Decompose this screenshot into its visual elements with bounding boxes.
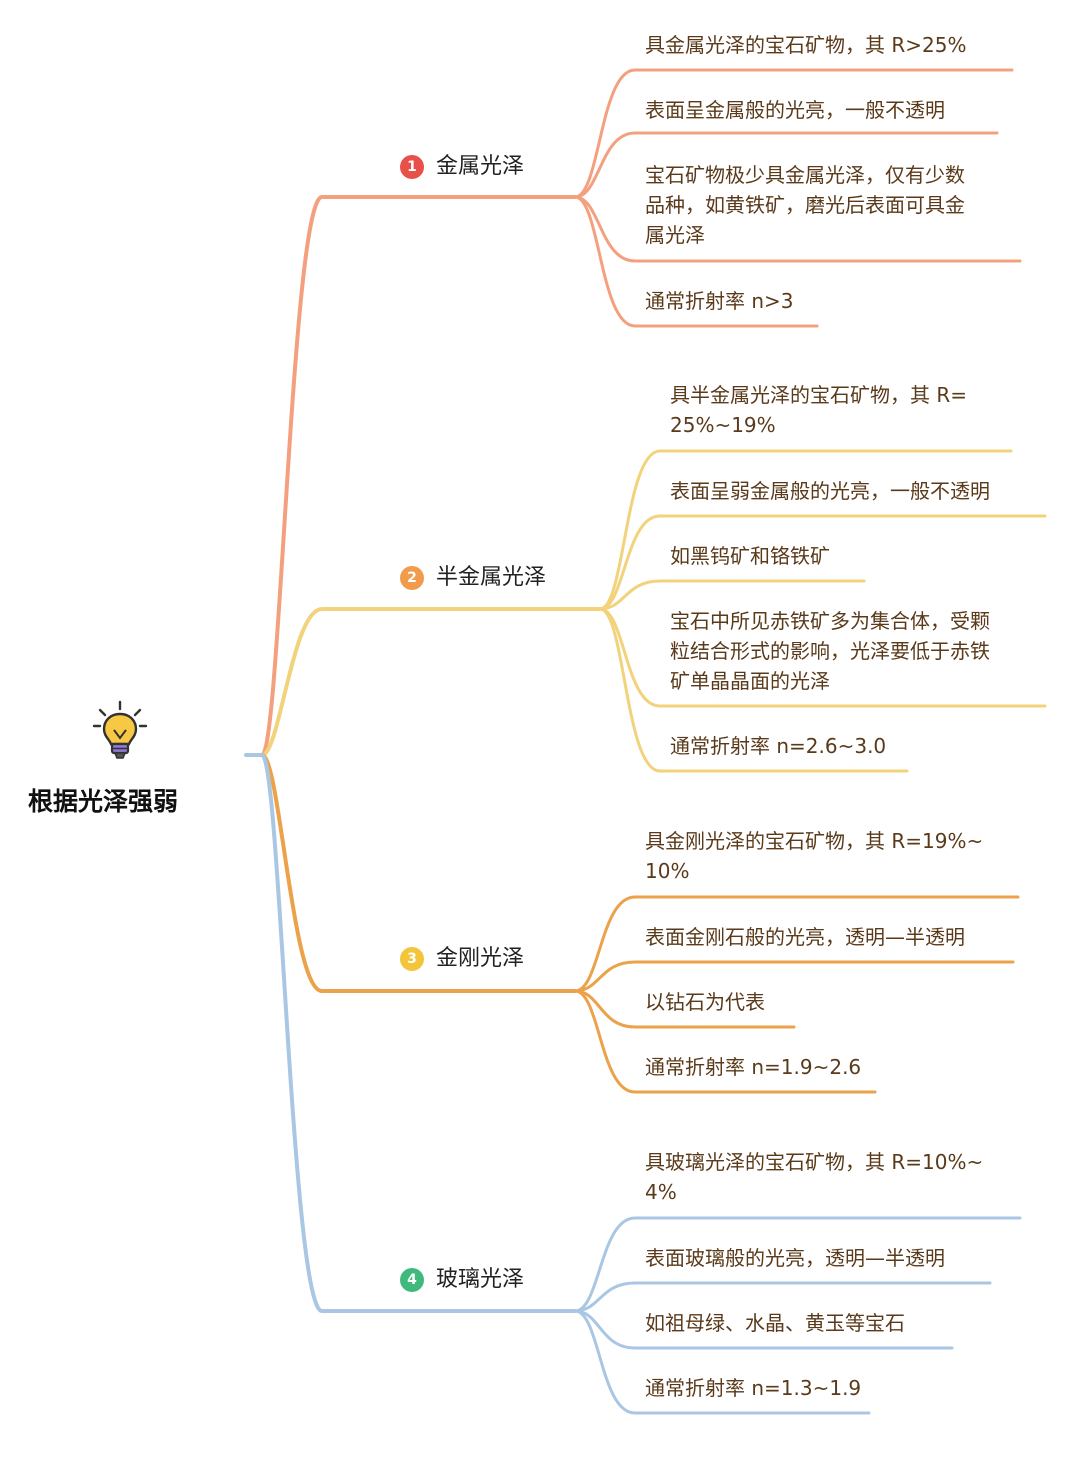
branch-connector-2: [260, 607, 602, 757]
leaf-topic: 如黑钨矿和铬铁矿: [670, 544, 830, 568]
leaf-connector: [598, 514, 1047, 611]
branch-label: 金刚光泽: [436, 946, 525, 971]
leaf-topic: 通常折射率 n>3: [645, 289, 794, 313]
leaf-connector: [573, 195, 1022, 263]
leaf-connector: [573, 989, 796, 1029]
leaf-topic: 表面呈弱金属般的光亮，一般不透明: [670, 479, 990, 503]
leaf-topic: 通常折射率 n=1.9~2.6: [645, 1055, 862, 1079]
branch-connector-1: [260, 195, 577, 757]
leaf-connector: [573, 960, 1015, 993]
leaf-topic: 宝石矿物极少具金属光泽，仅有少数品种，如黄铁矿，磨光后表面可具金属光泽: [645, 163, 965, 247]
leaf-topic: 以钻石为代表: [645, 990, 765, 1014]
leaf-topic: 具金属光泽的宝石矿物，其 R>25%: [645, 33, 967, 57]
leaf-connector: [598, 449, 1013, 611]
branch-label: 半金属光泽: [436, 565, 547, 590]
branch-label: 金属光泽: [436, 154, 525, 179]
leaf-topic: 如祖母绿、水晶、黄玉等宝石: [645, 1311, 905, 1335]
number-badge-icon: 3: [400, 947, 424, 971]
leaf-connector: [573, 1281, 992, 1313]
leaf-topic: 通常折射率 n=1.3~1.9: [645, 1376, 862, 1400]
branch-connector-3: [260, 753, 577, 993]
leaf-connector: [573, 895, 1020, 993]
leaf-connector: [573, 195, 819, 328]
leaf-connector: [573, 1309, 954, 1350]
lightbulb-icon: [92, 700, 148, 759]
leaf-connector: [573, 1309, 871, 1415]
leaf-topic: 表面金刚石般的光亮，透明—半透明: [645, 925, 965, 949]
leaf-connector: [573, 1216, 1022, 1313]
branch-connector-4: [260, 753, 577, 1313]
leaf-connector: [573, 131, 999, 199]
number-badge-icon: 1: [400, 155, 424, 179]
branch-topic-4: 4 玻璃光泽: [400, 1265, 524, 1295]
leaf-topic: 表面呈金属般的光亮，一般不透明: [645, 98, 945, 122]
root-topic: 根据光泽强弱: [28, 787, 179, 816]
leaf-topic: 表面玻璃般的光亮，透明—半透明: [645, 1246, 945, 1270]
leaf-connector: [598, 607, 909, 773]
branch-topic-3: 3 金刚光泽: [400, 944, 524, 974]
branch-topic-2: 2 半金属光泽: [400, 563, 546, 593]
leaf-topic: 具玻璃光泽的宝石矿物，其 R=10%~4%: [645, 1150, 984, 1204]
branch-topic-1: 1 金属光泽: [400, 152, 524, 182]
leaf-topic: 具半金属光泽的宝石矿物，其 R=25%~19%: [670, 383, 968, 437]
number-badge-icon: 4: [400, 1268, 424, 1292]
branch-label: 玻璃光泽: [436, 1267, 525, 1292]
number-badge-icon: 2: [400, 566, 424, 590]
leaf-connector: [598, 579, 866, 611]
leaf-connector: [573, 68, 1014, 199]
leaf-connector: [573, 989, 877, 1094]
leaf-topic: 具金刚光泽的宝石矿物，其 R=19%~10%: [645, 829, 984, 883]
leaf-topic: 通常折射率 n=2.6~3.0: [670, 734, 887, 758]
leaf-topic: 宝石中所见赤铁矿多为集合体，受颗粒结合形式的影响，光泽要低于赤铁矿单晶晶面的光泽: [670, 609, 990, 693]
